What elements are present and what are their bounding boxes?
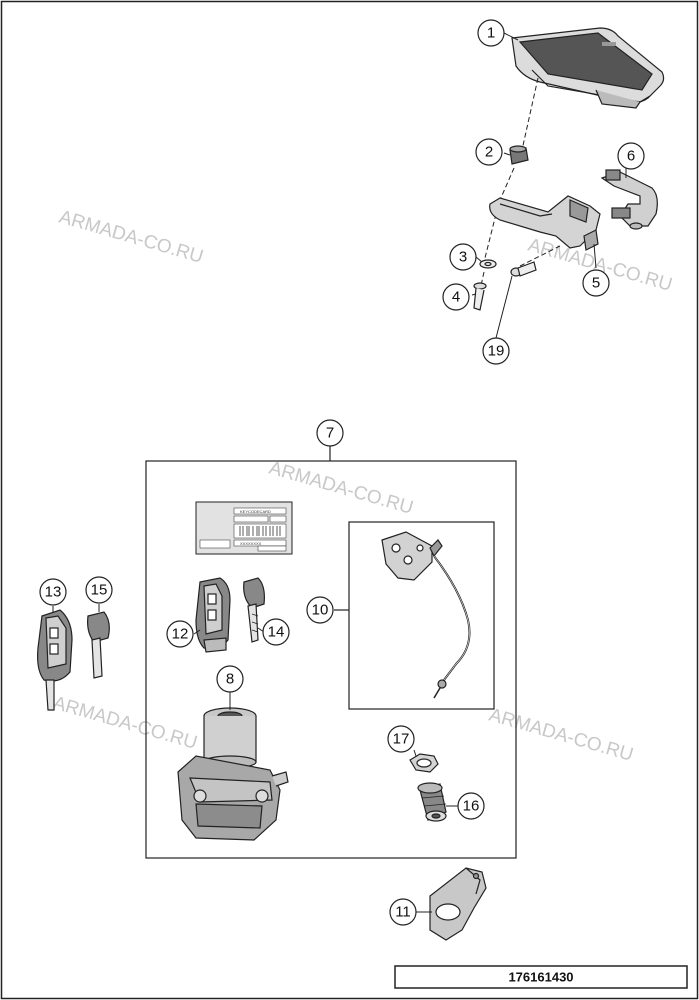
- leader-lines: [52, 32, 627, 913]
- callout-5: 5: [592, 275, 600, 292]
- callout-17: 17: [393, 731, 410, 748]
- card-title: KEYCODECARD: [240, 509, 271, 514]
- spare-key-remote: [37, 609, 73, 711]
- callout-4: 4: [452, 289, 460, 306]
- cable-with-bracket: [381, 531, 471, 699]
- spare-key-blank: [87, 611, 110, 679]
- callout-15: 15: [91, 582, 108, 599]
- drawing-number: 176161430: [508, 970, 573, 985]
- drawing-number-box: 176161430: [394, 965, 688, 989]
- cable-frame: [334, 521, 495, 710]
- callout-11: 11: [395, 904, 411, 921]
- ignition-lock-set-frame: [145, 446, 517, 859]
- callout-16: 16: [463, 798, 480, 815]
- callout-19: 19: [488, 343, 505, 360]
- ignition-lock: [177, 707, 289, 841]
- key-code-card: KEYCODECARD XXXXXXXX: [195, 501, 293, 555]
- lock-cylinder: [417, 782, 447, 822]
- key-remote: [195, 577, 231, 653]
- card-code: XXXXXXXX: [240, 541, 262, 546]
- callout-8: 8: [226, 671, 234, 688]
- callout-13: 13: [45, 584, 62, 601]
- callout-2: 2: [485, 144, 493, 161]
- callout-3: 3: [459, 249, 467, 266]
- holder-bracket: [489, 195, 601, 251]
- callout-1: 1: [487, 25, 495, 42]
- dashboard-display: [511, 27, 665, 109]
- callout-10: 10: [312, 602, 329, 619]
- hex-nut: [409, 753, 439, 773]
- callout-6: 6: [627, 148, 635, 165]
- screw: [473, 282, 487, 311]
- assembly-axis-lines: [479, 77, 561, 291]
- lock-holder: [429, 867, 487, 941]
- bolt: [510, 261, 537, 277]
- callout-7: 7: [326, 425, 334, 442]
- rubber-damper: [509, 145, 529, 165]
- callout-12: 12: [172, 626, 189, 643]
- key-blank: [243, 577, 265, 643]
- callout-numbers: 1 2 3 4 5 6 7 8 10 11 12 13 14 15 16 17 …: [45, 25, 636, 921]
- callout-14: 14: [268, 624, 285, 641]
- handlebar-clamp: [600, 169, 658, 230]
- washer: [479, 259, 497, 269]
- callouts: [39, 19, 645, 926]
